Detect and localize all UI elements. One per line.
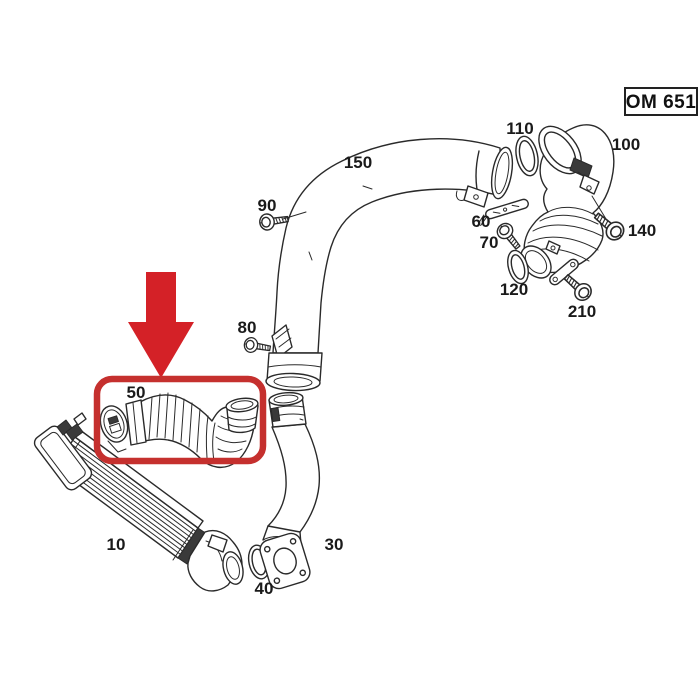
part-10-intercooler: [33, 412, 244, 592]
bolt-80-icon: [242, 335, 272, 357]
engine-code-box: OM 651: [624, 87, 698, 116]
part-label-110: 110: [506, 119, 533, 138]
part-label-210: 210: [568, 302, 596, 321]
part-label-50: 50: [127, 383, 146, 402]
part-label-150: 150: [344, 153, 372, 172]
bolt-70-icon: [493, 219, 525, 254]
part-label-100: 100: [612, 135, 640, 154]
part-label-30: 30: [325, 535, 344, 554]
part-label-90: 90: [258, 196, 277, 215]
part-100-elbow-assembly: [520, 124, 615, 279]
leader-line-90: [282, 211, 307, 220]
engine-code-label: OM 651: [626, 92, 697, 113]
part-30-hose: [259, 391, 321, 590]
red-arrow-icon: [128, 272, 194, 378]
oring-110: [515, 135, 539, 177]
part-label-10: 10: [107, 535, 126, 554]
part-label-120: 120: [500, 280, 528, 299]
part-label-40: 40: [255, 579, 274, 598]
part-150-charge-pipe: [265, 138, 514, 392]
leader-line-140: [591, 195, 607, 220]
bracket-60: [478, 198, 529, 226]
part-label-70: 70: [480, 233, 499, 252]
part-label-140: 140: [628, 221, 656, 240]
part-label-80: 80: [238, 318, 257, 337]
part-label-60: 60: [472, 212, 491, 231]
part-50-hose: [99, 392, 259, 469]
oring-120: [507, 249, 529, 285]
highlight-box: [93, 375, 267, 465]
